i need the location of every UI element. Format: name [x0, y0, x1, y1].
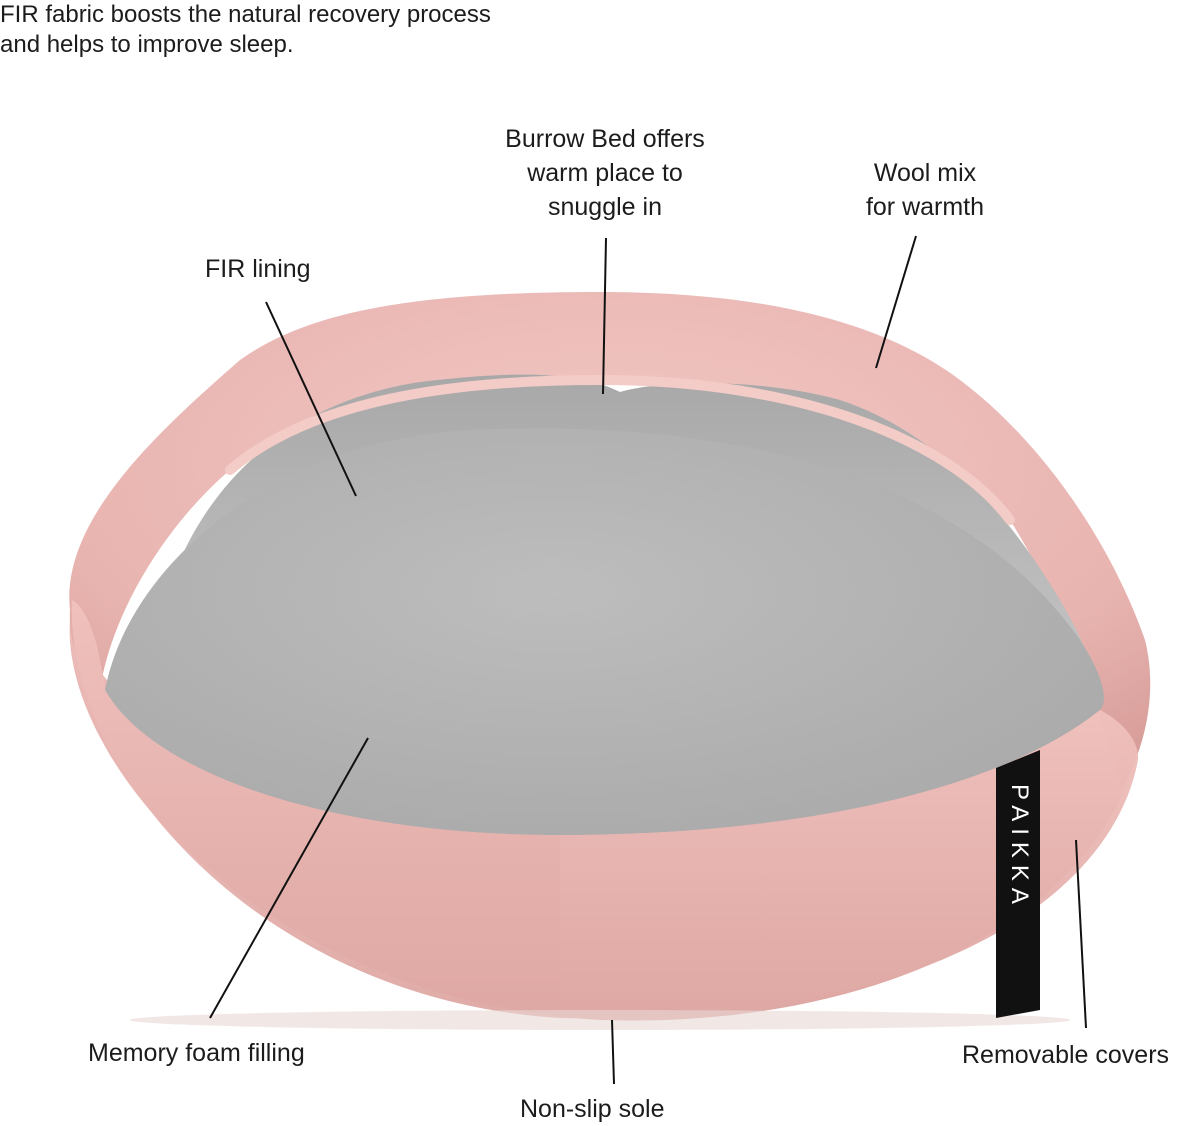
callout-burrow: Burrow Bed offers warm place to snuggle …	[455, 122, 755, 224]
intro-line-2: and helps to improve sleep.	[0, 31, 294, 58]
callout-burrow-line-2: warm place to	[527, 159, 683, 187]
leader-burrow	[602, 237, 607, 395]
cushion	[105, 428, 1104, 835]
leader-non-slip	[611, 1019, 615, 1085]
callout-non-slip: Non-slip sole	[520, 1095, 665, 1123]
front-rim-right	[560, 710, 1139, 1019]
callout-leaders	[209, 235, 1087, 1085]
leader-removable	[1075, 839, 1087, 1029]
hood-shell	[69, 292, 1151, 790]
brand-tag: PAIKKA	[996, 750, 1040, 1018]
intro-text: FIR fabric boosts the natural recovery p…	[0, 0, 640, 60]
leader-wool	[875, 235, 917, 369]
callout-burrow-line-3: snuggle in	[548, 193, 662, 221]
callout-memory-foam: Memory foam filling	[88, 1039, 305, 1067]
callout-burrow-line-1: Burrow Bed offers	[505, 125, 705, 153]
callout-wool: Wool mix for warmth	[830, 156, 1020, 224]
callout-wool-line-2: for warmth	[865, 193, 985, 221]
callout-wool-line-1: Wool mix	[873, 159, 977, 187]
callout-removable: Removable covers	[962, 1041, 1170, 1069]
intro-line-1: FIR fabric boosts the natural recovery p…	[0, 1, 491, 28]
front-rim-left	[71, 600, 560, 1018]
callout-fir-lining: FIR lining	[205, 255, 311, 283]
leader-fir-lining	[265, 301, 357, 497]
brand-tag-text: PAIKKA	[1006, 784, 1033, 911]
leader-memory-foam	[209, 737, 369, 1019]
